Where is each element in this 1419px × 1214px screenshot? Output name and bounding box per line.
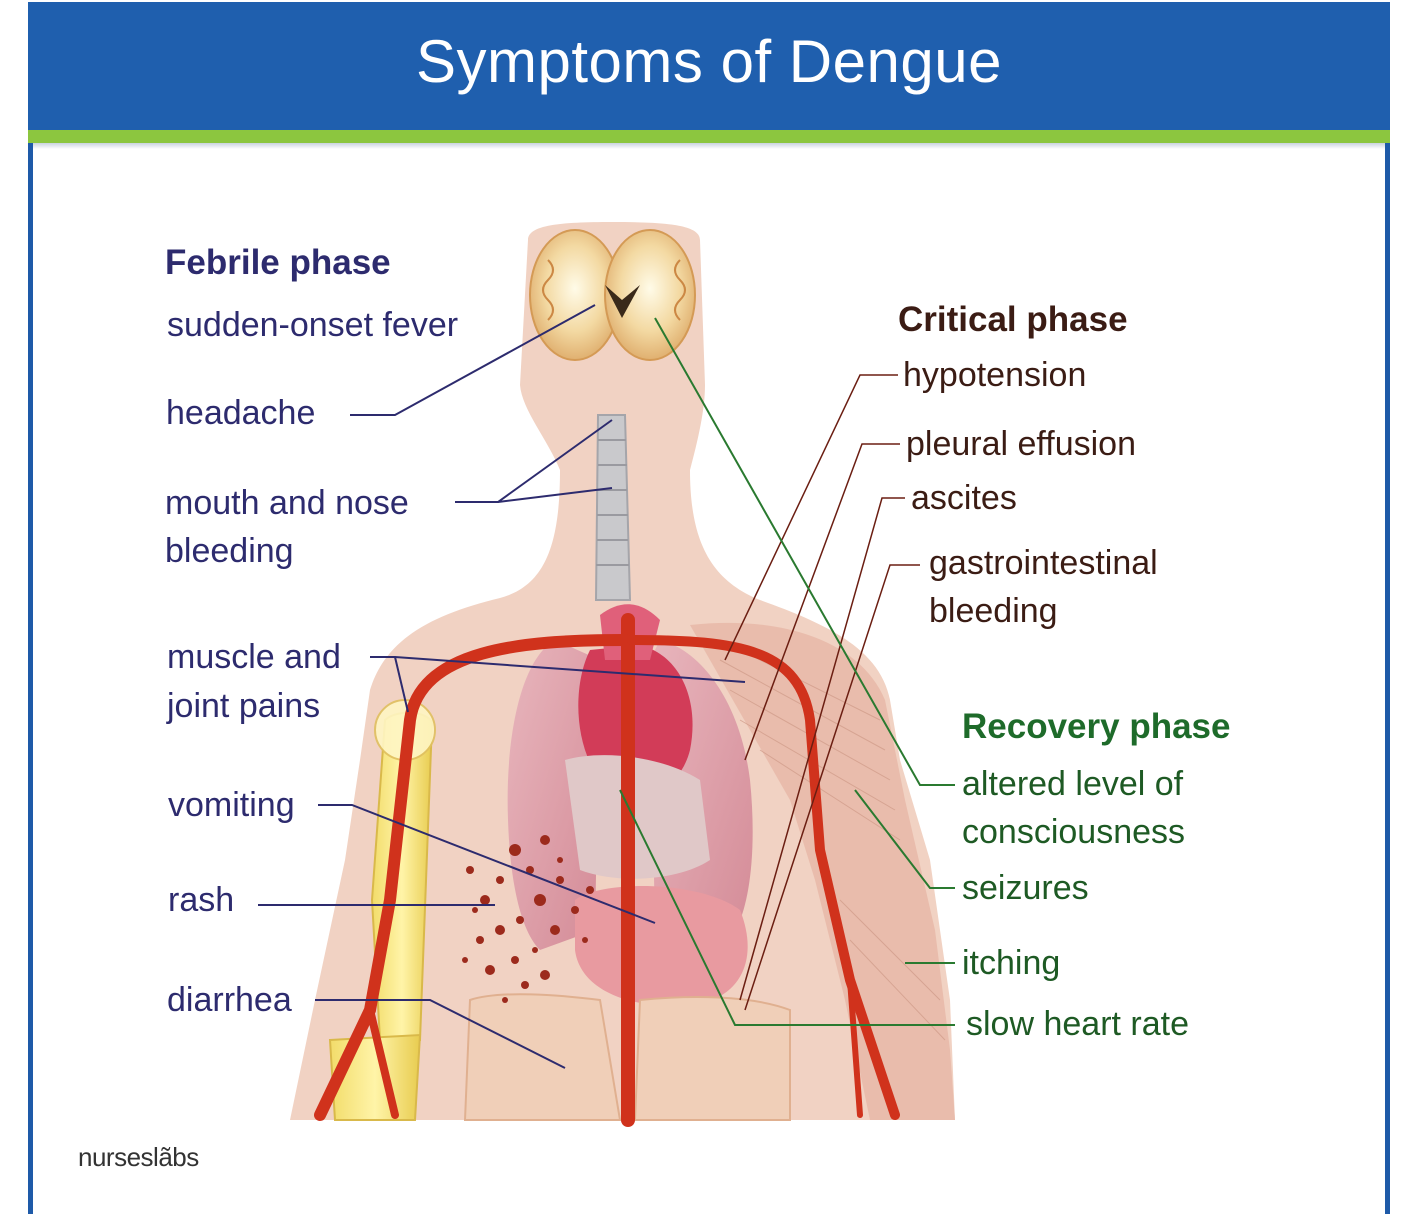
label-gastrointestinal-bleeding-line1: gastrointestinal [929, 543, 1158, 583]
label-sudden-onset-fever: sudden-onset fever [167, 305, 458, 345]
label-slow-heart-rate: slow heart rate [966, 1004, 1189, 1044]
label-altered-consciousness-line1: altered level of [962, 764, 1183, 804]
label-itching: itching [962, 943, 1060, 983]
critical-phase-heading: Critical phase [898, 300, 1128, 340]
nurseslabs-logo: nurseslãbs [78, 1142, 199, 1173]
liver [565, 755, 710, 879]
label-seizures: seizures [962, 868, 1089, 908]
label-mouth-nose-bleeding-line1: mouth and nose [165, 483, 409, 523]
label-gastrointestinal-bleeding-line2: bleeding [929, 591, 1058, 631]
logo-wordmark: nurseslãbs [78, 1142, 199, 1172]
label-muscle-joint-pains-line2: joint pains [167, 686, 320, 726]
label-ascites: ascites [911, 478, 1017, 518]
label-headache: headache [166, 393, 315, 433]
recovery-phase-heading: Recovery phase [962, 707, 1230, 747]
label-rash: rash [168, 880, 234, 920]
label-vomiting: vomiting [168, 785, 295, 825]
label-hypotension: hypotension [903, 355, 1086, 395]
label-diarrhea: diarrhea [167, 980, 292, 1020]
stomach [575, 886, 748, 1006]
febrile-phase-heading: Febrile phase [165, 243, 391, 283]
label-muscle-joint-pains-line1: muscle and [167, 637, 341, 677]
trachea [596, 415, 630, 600]
label-mouth-nose-bleeding-line2: bleeding [165, 531, 294, 571]
label-pleural-effusion: pleural effusion [906, 424, 1136, 464]
label-altered-consciousness-line2: consciousness [962, 812, 1185, 852]
